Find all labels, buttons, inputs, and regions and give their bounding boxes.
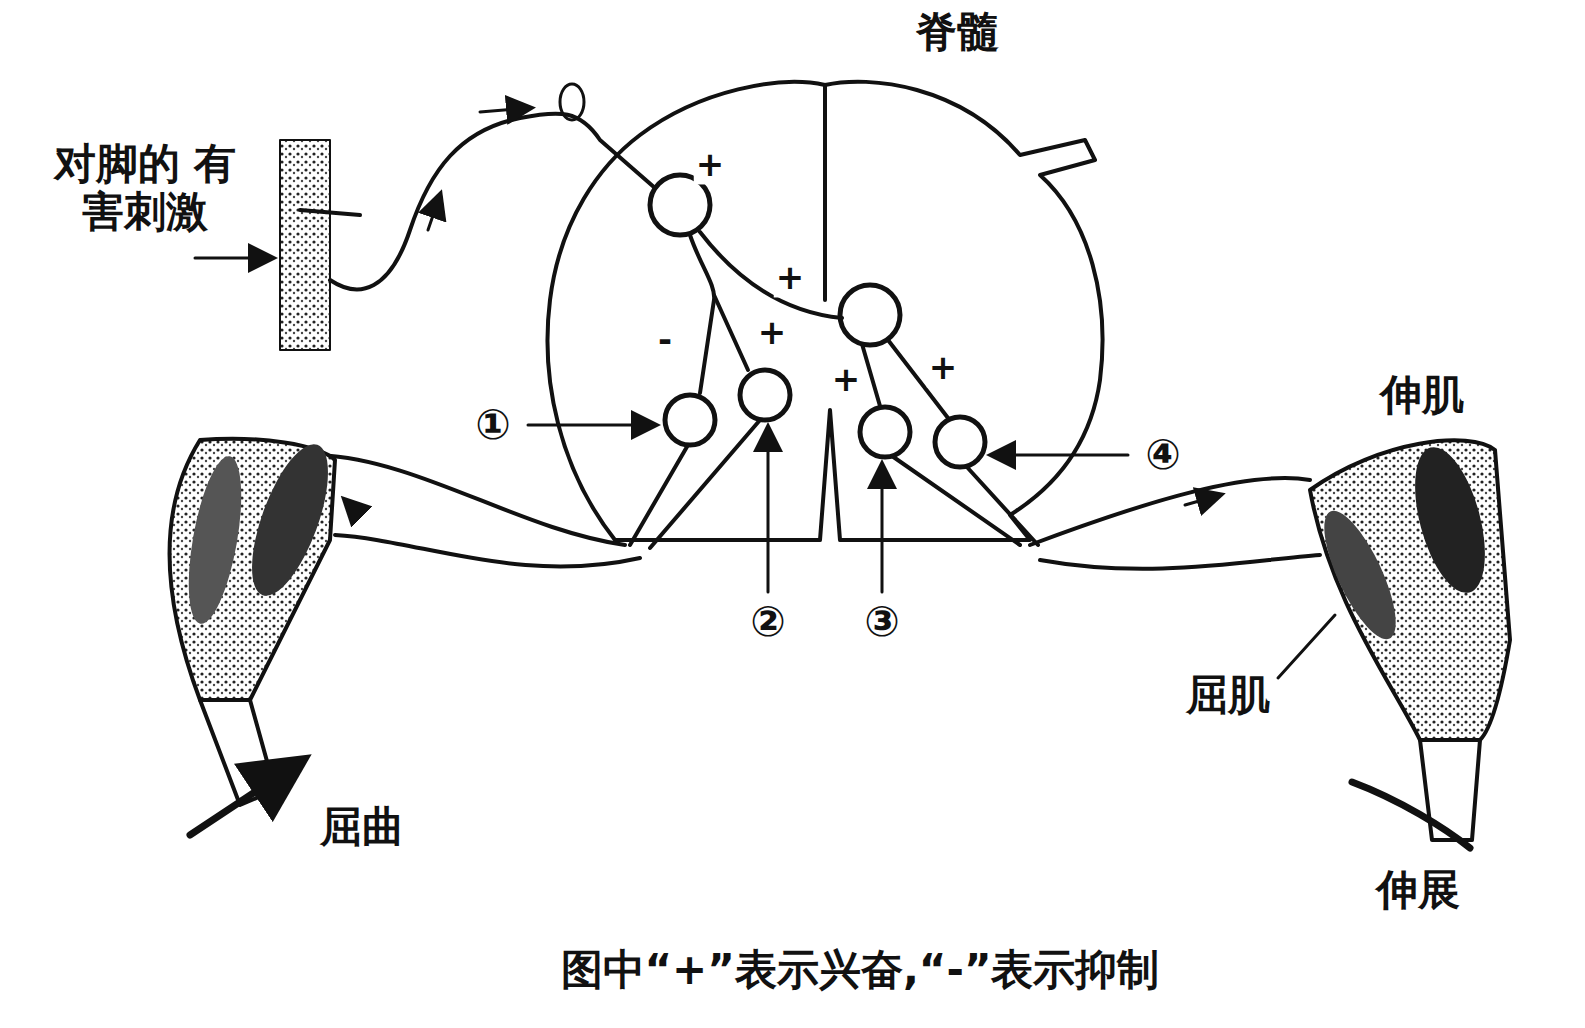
callout-number: ③: [862, 598, 902, 646]
movement-label: 屈曲: [318, 803, 406, 851]
right-shank: [1420, 740, 1480, 840]
excitation-sign: +: [694, 145, 727, 184]
inhibition-sign: -: [656, 320, 674, 359]
excitation-sign: +: [830, 360, 863, 399]
stimulus-label: 对脚的 有害刺激: [41, 140, 250, 237]
conduction-arrow: [1185, 495, 1220, 505]
motor-neuron: [860, 407, 910, 457]
extensor-muscle: [1402, 440, 1499, 600]
midline: [823, 85, 827, 300]
excitation-sign: +: [756, 313, 789, 352]
movement-label: 伸展: [1374, 866, 1462, 914]
leader-line: [1278, 615, 1335, 678]
flexion-arrow: [190, 762, 300, 835]
excitation-sign: +: [927, 348, 960, 387]
motor-axon: [650, 420, 760, 548]
left-nerve: [320, 455, 640, 567]
right-foot: [1352, 782, 1470, 848]
motor-neuron: [935, 417, 985, 467]
extensor-muscle: [179, 452, 252, 627]
conduction-arrow: [345, 500, 360, 515]
synapse-fiber: [714, 295, 748, 370]
dorsal-ganglion: [560, 84, 584, 120]
callout-arrow: [881, 465, 884, 592]
caption: 图中“+”表示兴奋,“-”表示抑制: [559, 946, 1162, 994]
right-nerve: [1030, 478, 1320, 569]
synapse-fiber: [862, 344, 880, 406]
conduction-arrow: [428, 195, 440, 230]
right-thigh: [1310, 440, 1510, 740]
flexor-muscle: [236, 435, 343, 605]
callout-number: ④: [1143, 431, 1183, 479]
muscle-label: 伸肌: [1378, 371, 1466, 419]
callout-arrow: [992, 454, 1128, 457]
excitation-sign: +: [774, 258, 807, 297]
callout-number: ②: [748, 598, 788, 646]
synapse-fiber: [700, 232, 842, 318]
muscle-label: 屈肌: [1184, 671, 1272, 719]
synapse-fiber: [690, 235, 714, 393]
sensory-fiber: [300, 113, 655, 289]
spinal-cord: [548, 82, 1103, 540]
structure-label: 脊髓: [913, 8, 1001, 56]
motor-axon: [630, 445, 688, 545]
motor-neuron: [665, 395, 715, 445]
callout-arrow: [528, 424, 655, 427]
skin: [280, 140, 330, 350]
callout-number: ①: [473, 401, 513, 449]
stimulus-arrow: [195, 257, 272, 260]
interneuron: [840, 285, 900, 345]
motor-neuron: [740, 370, 790, 420]
motor-axon: [892, 456, 1020, 545]
conduction-arrow: [480, 108, 530, 112]
callout-arrow: [767, 428, 770, 592]
motor-axon: [966, 466, 1038, 545]
